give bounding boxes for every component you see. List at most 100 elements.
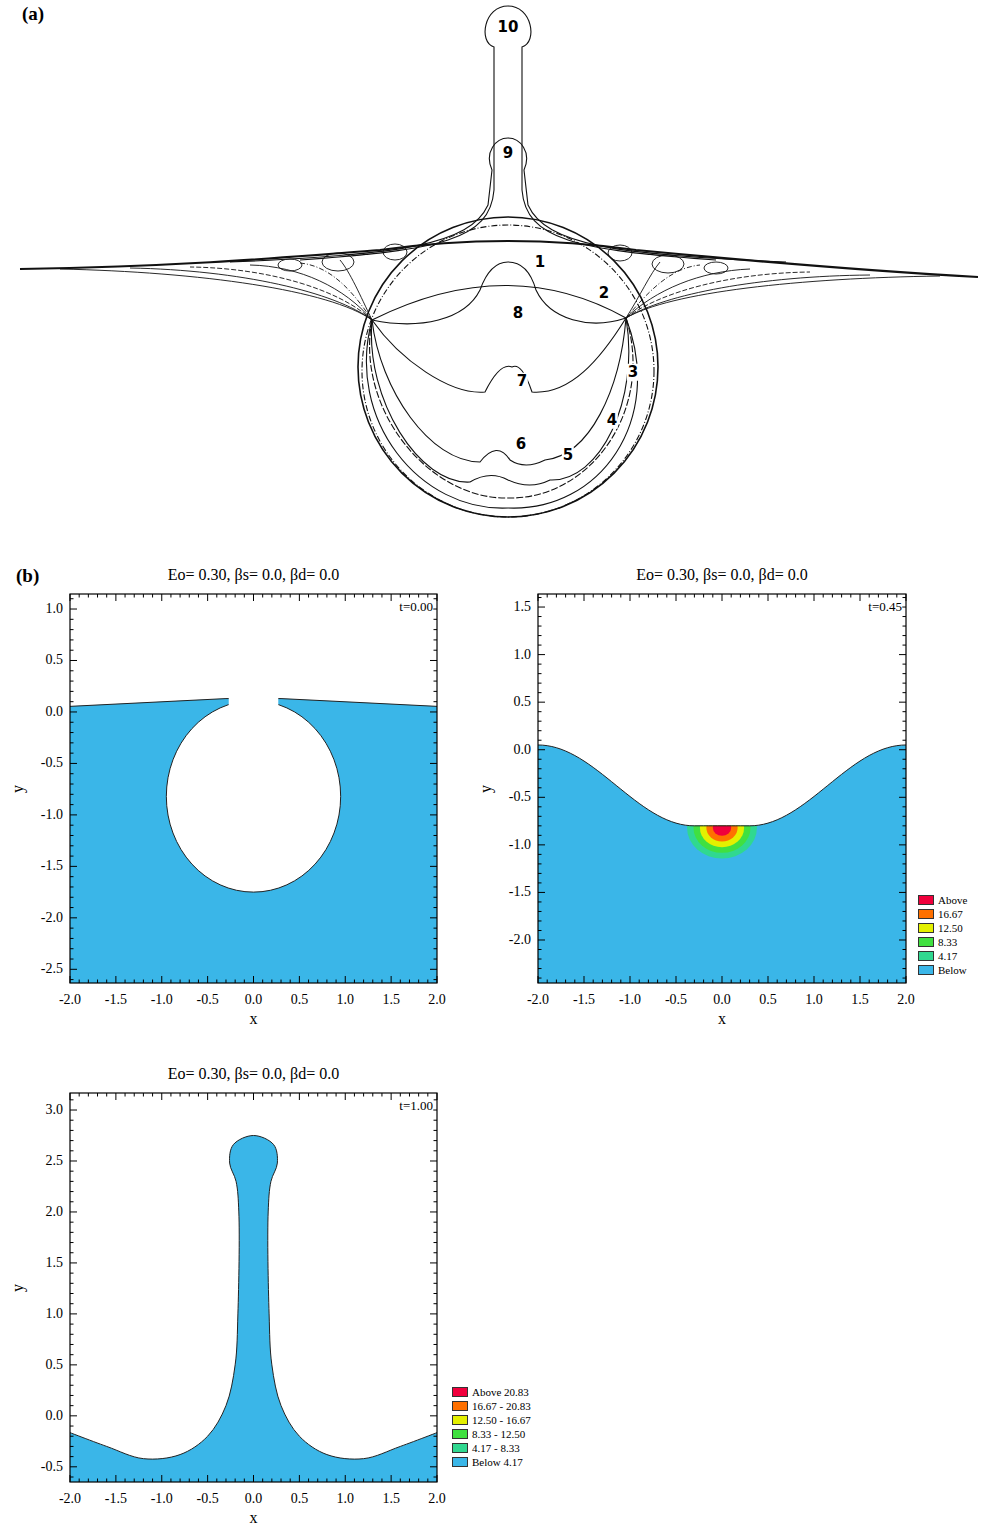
- legend-text: 8.33: [938, 936, 957, 948]
- fluid-field: [538, 745, 906, 983]
- liquid-region: [70, 699, 437, 983]
- x-tick-label: 1.5: [382, 992, 400, 1007]
- y-tick-label: -2.5: [41, 962, 63, 977]
- bubble-cavity: [166, 701, 340, 892]
- x-tick-label: 0.5: [291, 992, 309, 1007]
- contour-6: [372, 318, 626, 465]
- x-tick-label: -1.0: [151, 1491, 173, 1506]
- legend-swatch: [452, 1401, 468, 1411]
- x-tick-label: 0.5: [759, 992, 777, 1007]
- panel-title: Eo= 0.30, βs= 0.0, βd= 0.0: [636, 566, 807, 584]
- contour-2: [372, 285, 626, 320]
- axis-ticks: [70, 594, 437, 983]
- contour-number: 7: [516, 373, 528, 390]
- x-tick-label: -1.0: [151, 992, 173, 1007]
- x-tick-label: -0.5: [197, 1491, 219, 1506]
- x-tick-label: 2.0: [897, 992, 915, 1007]
- x-tick-label: 0.0: [245, 1491, 263, 1506]
- legend-text: Above: [938, 894, 967, 906]
- x-tick-label: -2.0: [59, 1491, 81, 1506]
- plot-frame: [70, 1093, 437, 1482]
- time-label: t=0.00: [399, 600, 433, 614]
- x-tick-label: 1.0: [337, 992, 355, 1007]
- legend-swatch: [452, 1443, 468, 1453]
- y-tick-label: 1.0: [46, 1306, 64, 1321]
- axis-ticks: [538, 594, 906, 983]
- axis-label: y: [9, 1284, 27, 1292]
- legend-text: 4.17: [938, 950, 957, 962]
- contour-band: [700, 808, 744, 847]
- x-tick-label: 1.5: [851, 992, 869, 1007]
- contour-band: [706, 814, 737, 841]
- x-tick-label: -0.5: [197, 992, 219, 1007]
- x-tick-label: 1.5: [382, 1491, 400, 1506]
- y-tick-label: 2.0: [46, 1204, 64, 1219]
- y-tick-label: -2.0: [509, 932, 531, 947]
- legend-swatch: [452, 1429, 468, 1439]
- x-tick-label: 1.0: [805, 992, 823, 1007]
- x-tick-label: -2.0: [59, 992, 81, 1007]
- plot-panel: [529, 594, 915, 988]
- contour-number: 3: [627, 364, 639, 381]
- legend-text: 16.67 - 20.83: [472, 1400, 531, 1412]
- legend-text: Above 20.83: [472, 1386, 529, 1398]
- axis-label: x: [250, 1509, 258, 1527]
- panel-title: Eo= 0.30, βs= 0.0, βd= 0.0: [168, 1065, 339, 1083]
- y-tick-label: 1.5: [514, 599, 532, 614]
- bubble-burst-drawing: [0, 0, 991, 530]
- legend-text: Below 4.17: [472, 1456, 523, 1468]
- legend-text: 16.67: [938, 908, 963, 920]
- legend-swatch: [918, 895, 934, 905]
- legend-swatch: [918, 937, 934, 947]
- y-tick-label: 0.5: [46, 1357, 64, 1372]
- contour-number: 10: [497, 19, 520, 36]
- x-tick-label: 2.0: [428, 1491, 446, 1506]
- y-tick-label: -0.5: [41, 756, 63, 771]
- contour-number: 4: [606, 412, 618, 429]
- legend-swatch: [918, 951, 934, 961]
- time-label: t=0.45: [868, 600, 902, 614]
- y-tick-label: 1.0: [514, 647, 532, 662]
- panel-letter: (a): [22, 4, 44, 25]
- x-tick-label: -1.5: [105, 1491, 127, 1506]
- axis-label: x: [250, 1010, 258, 1028]
- y-tick-label: 3.0: [46, 1102, 64, 1117]
- x-tick-label: 1.0: [337, 1491, 355, 1506]
- contour-5: [371, 318, 628, 485]
- plot-panel: [61, 594, 446, 988]
- contour-number: 8: [512, 305, 524, 322]
- contour-number: 2: [598, 285, 610, 302]
- contour-1: [20, 241, 978, 277]
- time-label: t=1.00: [399, 1099, 433, 1113]
- x-tick-label: 0.0: [245, 992, 263, 1007]
- liquid-region: [538, 745, 906, 983]
- film-ripples: [278, 244, 728, 274]
- legend-text: 12.50 - 16.67: [472, 1414, 531, 1426]
- y-tick-label: -2.0: [41, 910, 63, 925]
- legend-swatch: [918, 923, 934, 933]
- plot-frame: [70, 594, 437, 983]
- contour-band: [687, 797, 757, 858]
- y-tick-label: -1.0: [41, 807, 63, 822]
- legend-text: 4.17 - 8.33: [472, 1442, 520, 1454]
- axis-label: y: [477, 785, 495, 793]
- x-tick-label: -2.0: [527, 992, 549, 1007]
- legend-swatch: [918, 909, 934, 919]
- y-tick-label: -1.0: [509, 837, 531, 852]
- y-tick-label: 0.0: [46, 704, 64, 719]
- fluid-field: [70, 1136, 437, 1482]
- fluid-field: [70, 691, 437, 983]
- plot-frame: [538, 594, 906, 983]
- contour-number: 1: [534, 254, 546, 271]
- contour-number: 9: [502, 145, 514, 162]
- legend-text: 8.33 - 12.50: [472, 1428, 525, 1440]
- x-tick-label: 0.0: [713, 992, 731, 1007]
- legend-swatch: [452, 1387, 468, 1397]
- contour-10: [300, 6, 716, 260]
- legend-swatch: [918, 965, 934, 975]
- axis-label: y: [9, 785, 27, 793]
- x-tick-label: -1.5: [573, 992, 595, 1007]
- panel-letter: (b): [16, 566, 39, 587]
